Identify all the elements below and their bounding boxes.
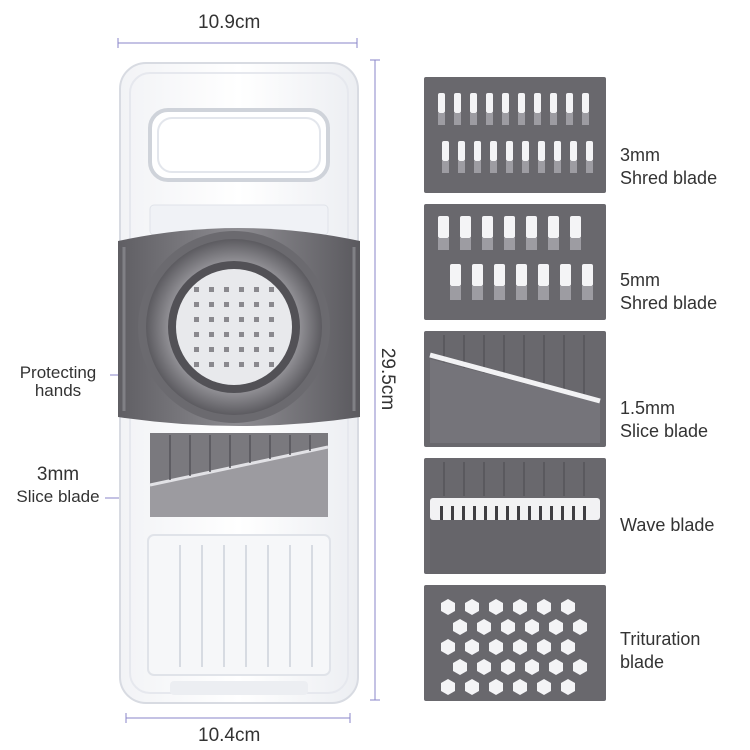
protecting-hands-line1: Protecting — [19, 363, 97, 382]
shred-3mm-blade-icon — [424, 77, 606, 193]
blade-label-4: Trituration blade — [620, 628, 700, 674]
slice-blade-icon — [424, 331, 606, 447]
blade-label-1: 5mm Shred blade — [620, 269, 717, 315]
blade-label-2-line2: Slice blade — [620, 421, 709, 441]
top-width-label: 10.9cm — [198, 12, 261, 33]
wave-blade-icon — [424, 458, 606, 574]
blade-label-3: Wave blade — [620, 514, 714, 537]
blade-label-4-line1: Trituration — [620, 629, 701, 649]
blade-label-0-line2: Shred blade — [620, 168, 718, 188]
trituration-blade-icon — [424, 585, 606, 701]
blade-label-0: 3mm Shred blade — [620, 144, 717, 190]
blade-label-3-line1: Wave blade — [620, 515, 715, 535]
blade-label-1-line1: 5mm — [620, 270, 660, 290]
slice-blade-3mm-label: 3mm Slice blade — [8, 464, 108, 508]
slice-blade-3mm-line2: Slice blade — [16, 487, 100, 506]
bottom-width-label: 10.4cm — [198, 725, 261, 746]
blade-label-2: 1.5mm Slice blade — [620, 397, 708, 443]
blade-label-2-line1: 1.5mm — [620, 398, 676, 418]
slice-blade-3mm-line1: 3mm — [36, 464, 80, 485]
height-label: 29.5cm — [377, 347, 398, 411]
shred-5mm-blade-icon — [424, 204, 606, 320]
blade-label-1-line2: Shred blade — [620, 293, 718, 313]
slicer-illustration — [118, 62, 360, 704]
blade-label-0-line1: 3mm — [620, 145, 660, 165]
protecting-hands-line2: hands — [34, 381, 82, 400]
blade-label-4-line2: blade — [620, 652, 665, 672]
protecting-hands-label: Protecting hands — [8, 364, 108, 400]
